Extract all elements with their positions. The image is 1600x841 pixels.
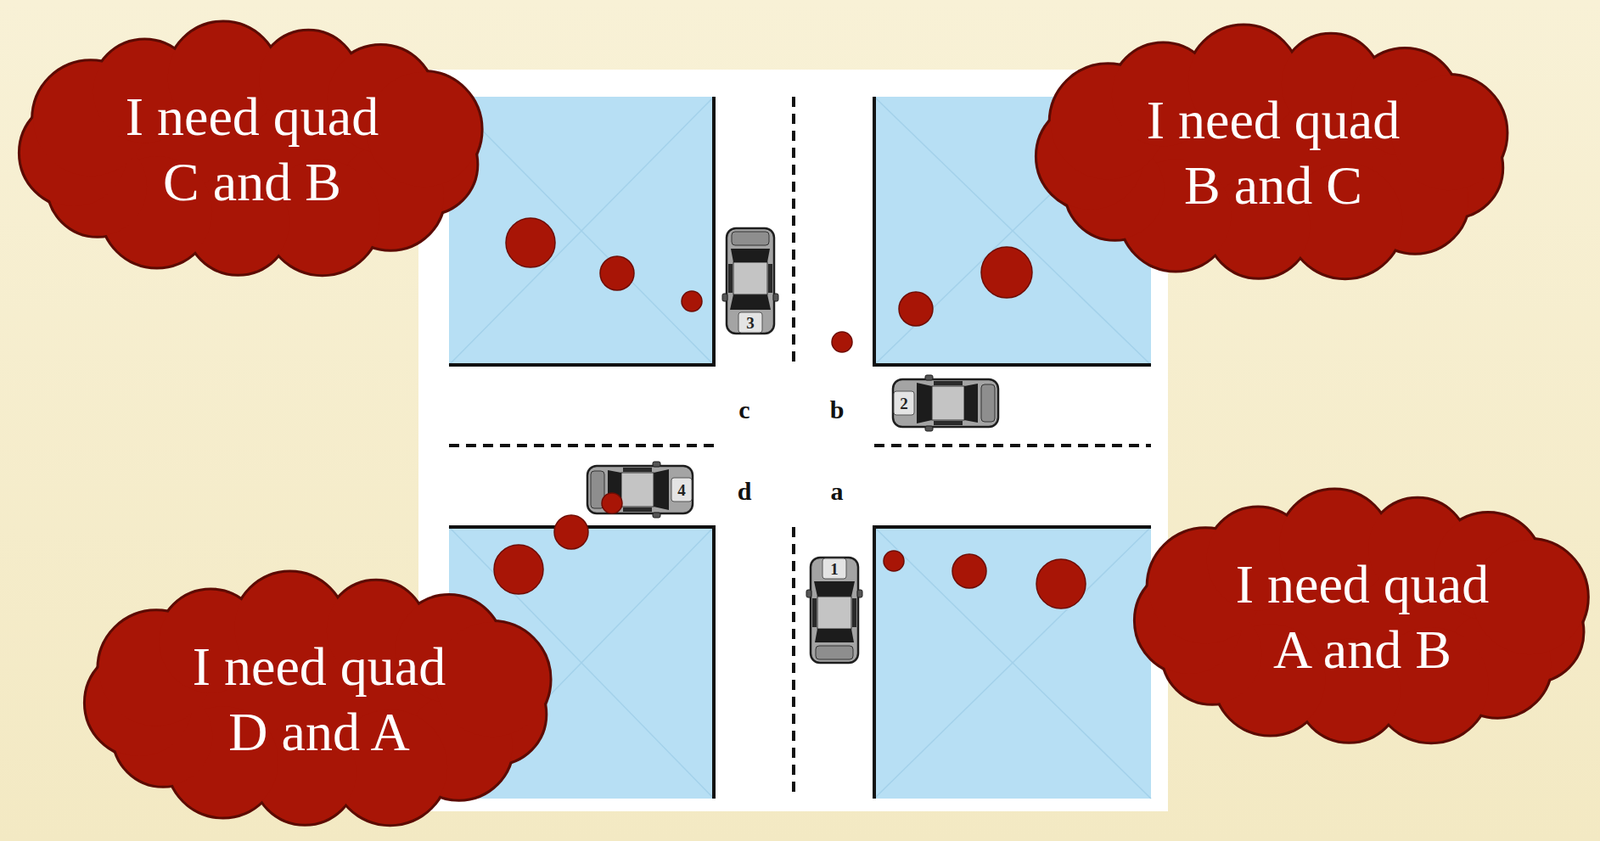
thought-text: I need quad A and B xyxy=(1223,552,1501,684)
thought-text: I need quad D and A xyxy=(180,634,458,766)
lane-divider xyxy=(449,96,1151,799)
quadrant-block xyxy=(874,527,1151,799)
cloud-outline xyxy=(1032,22,1514,284)
car-number: 1 xyxy=(830,561,839,578)
car xyxy=(722,228,779,334)
cloud-border xyxy=(85,572,551,826)
cloud-fill xyxy=(1134,490,1587,743)
cloud-outline xyxy=(1131,487,1595,748)
thought-cloud: I need quad D and A xyxy=(81,569,557,831)
cloud-border xyxy=(1134,490,1587,743)
car xyxy=(806,557,863,663)
thought-cloud: I need quad A and B xyxy=(1131,487,1595,748)
car xyxy=(892,375,999,432)
cloud-border xyxy=(20,22,482,276)
thought-cloud: I need quad C and B xyxy=(16,19,489,281)
cloud-fill xyxy=(20,22,482,276)
quadrant-letter: c xyxy=(738,395,750,425)
cloud-fill xyxy=(1037,26,1506,279)
cloud-border xyxy=(1037,26,1506,279)
thought-dots xyxy=(494,218,1086,609)
cloud-outline xyxy=(81,569,557,831)
cloud-fill xyxy=(85,572,551,826)
cloud-outline xyxy=(16,19,489,281)
thought-text: I need quad B and C xyxy=(1134,88,1412,219)
thought-cloud: I need quad B and C xyxy=(1032,22,1514,284)
quadrant-letter: d xyxy=(737,477,753,506)
car xyxy=(587,461,693,518)
car-number: 2 xyxy=(899,395,909,412)
thought-text: I need quad C and B xyxy=(113,84,391,216)
quadrant-letter: a xyxy=(830,477,844,506)
car-number: 4 xyxy=(677,482,686,499)
quadrant-block xyxy=(449,96,714,365)
quadrant-letter: b xyxy=(830,395,845,425)
road-area xyxy=(418,69,1168,812)
car-number: 3 xyxy=(746,314,755,332)
